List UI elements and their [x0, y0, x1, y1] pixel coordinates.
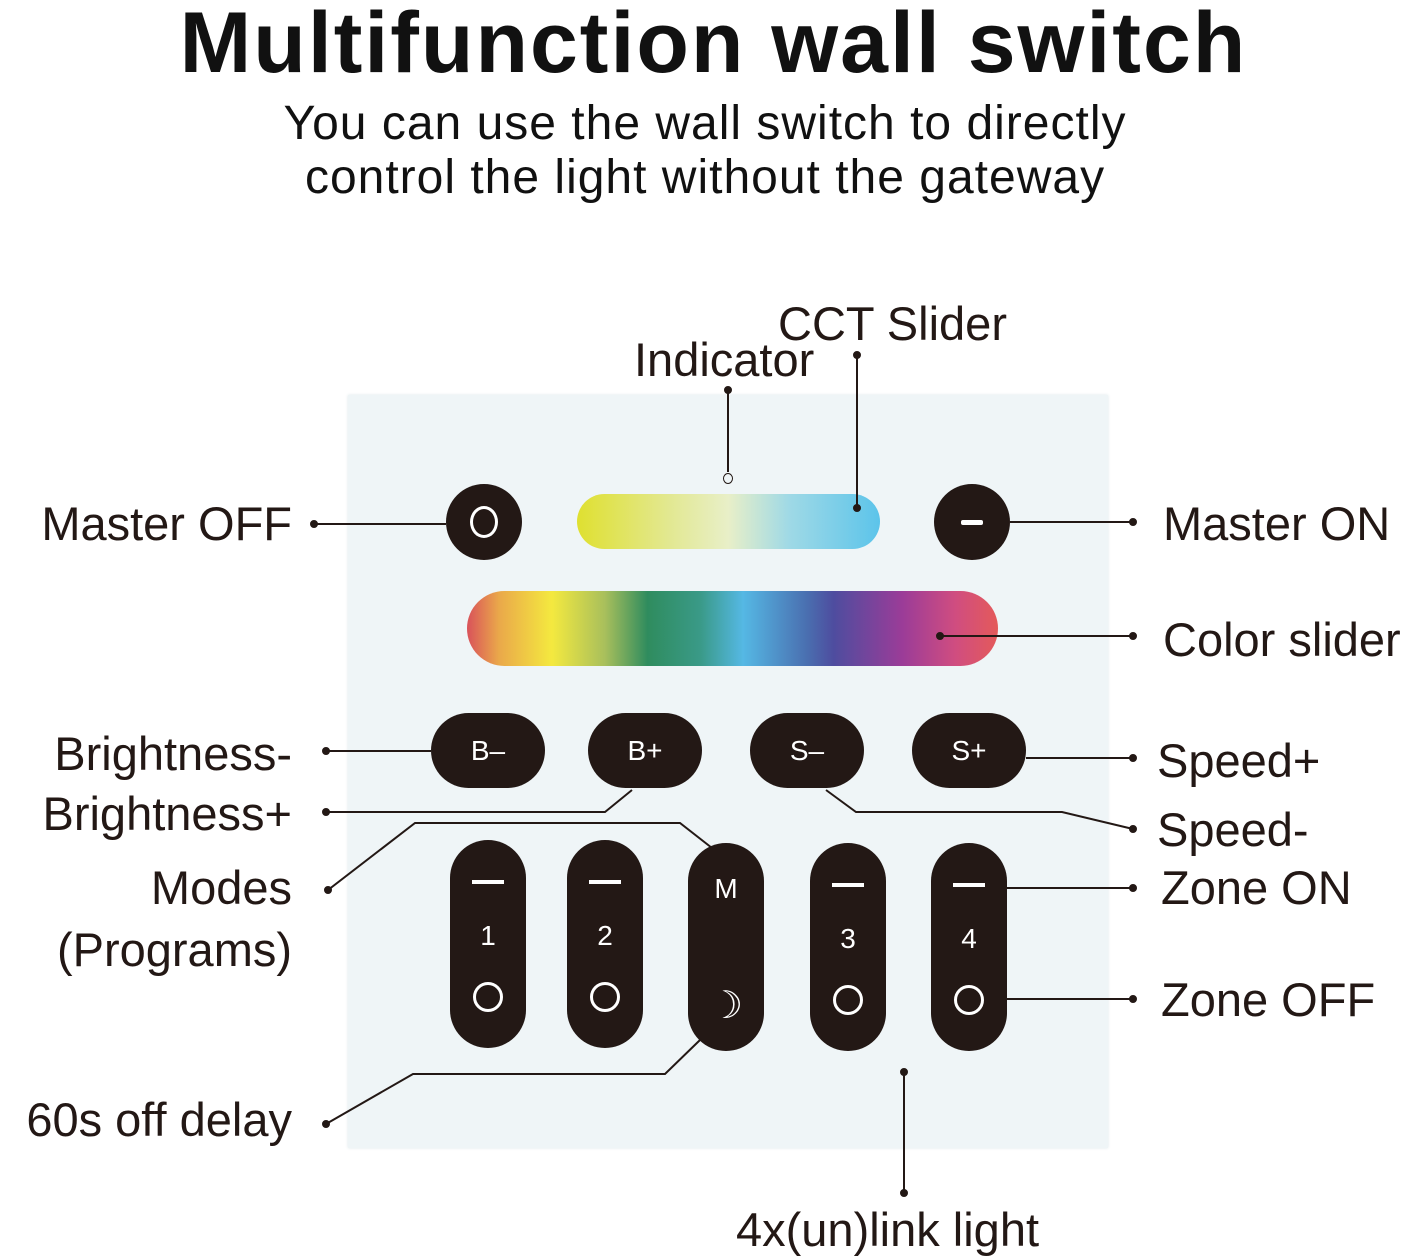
leader-speed-plus	[1026, 754, 1137, 762]
leader-zone-off	[1007, 995, 1137, 1003]
label-zone-off: Zone OFF	[1161, 973, 1376, 1026]
label-brightness-plus: Brightness+	[42, 787, 292, 840]
leader-modes	[324, 822, 713, 894]
label-color-slider: Color slider	[1163, 613, 1401, 666]
leader-off-delay	[322, 1039, 701, 1128]
zone-off-circle-icon	[473, 982, 503, 1012]
leader-speed-minus	[825, 789, 1137, 833]
leader-color	[936, 632, 1137, 640]
label-brightness-minus: Brightness-	[54, 727, 292, 780]
subtitle-line-1: You can use the wall switch to directly	[283, 97, 1127, 150]
zone-number: 2	[597, 920, 613, 951]
zone-off-circle-icon	[954, 985, 984, 1015]
moon-icon: ☽	[708, 985, 744, 1027]
leader-link	[900, 1068, 908, 1197]
label-speed-minus: Speed-	[1157, 803, 1309, 856]
leader-master-on	[1010, 518, 1137, 526]
zone-4-button[interactable]: 4	[931, 843, 1007, 1051]
label-programs: (Programs)	[56, 923, 292, 976]
zone-on-dash-icon	[953, 883, 985, 887]
mode-label: M	[714, 873, 738, 904]
zone-on-dash-icon	[832, 883, 864, 887]
subtitle-line-2: control the light without the gateway	[304, 151, 1106, 204]
label-modes: Modes	[150, 861, 292, 914]
color-slider[interactable]	[467, 591, 998, 666]
label-speed-plus: Speed+	[1157, 734, 1321, 787]
leader-indicator	[724, 386, 732, 472]
leader-master-off	[310, 520, 446, 528]
indicator-led-icon	[723, 473, 733, 484]
speed-plus-button[interactable]: S+	[912, 713, 1026, 788]
zone-number: 3	[840, 923, 856, 954]
leader-brightness-plus	[322, 789, 633, 816]
cct-slider[interactable]	[577, 494, 880, 549]
title: Multifunction wall switch	[179, 0, 1248, 91]
power-on-dash-icon	[961, 519, 983, 525]
label-indicator: Indicator	[634, 333, 815, 386]
zone-on-dash-icon	[472, 880, 504, 884]
master-on-button[interactable]	[934, 484, 1010, 560]
zone-3-button[interactable]: 3	[810, 843, 886, 1051]
label-zone-on: Zone ON	[1161, 861, 1352, 914]
brightness-plus-button[interactable]: B+	[588, 713, 702, 788]
label-off-delay: 60s off delay	[26, 1093, 292, 1146]
label-link-light: 4x(un)link light	[736, 1203, 1040, 1256]
label-cct-slider: CCT Slider	[778, 297, 1007, 350]
zone-off-circle-icon	[833, 985, 863, 1015]
zone-off-circle-icon	[590, 982, 620, 1012]
brightness-minus-button[interactable]: B–	[431, 713, 545, 788]
mode-button[interactable]: M ☽	[688, 843, 764, 1051]
master-off-button[interactable]	[446, 484, 522, 560]
zone-number: 1	[480, 920, 496, 951]
leader-brightness-minus	[322, 747, 431, 755]
speed-minus-button[interactable]: S–	[750, 713, 864, 788]
power-off-circle-icon	[470, 506, 498, 538]
label-master-off: Master OFF	[41, 497, 292, 550]
zone-1-button[interactable]: 1	[450, 840, 526, 1048]
zone-on-dash-icon	[589, 880, 621, 884]
label-master-on: Master ON	[1163, 497, 1391, 550]
leader-zone-on	[1007, 884, 1137, 892]
leader-cct	[853, 351, 861, 512]
zone-number: 4	[961, 923, 977, 954]
zone-2-button[interactable]: 2	[567, 840, 643, 1048]
